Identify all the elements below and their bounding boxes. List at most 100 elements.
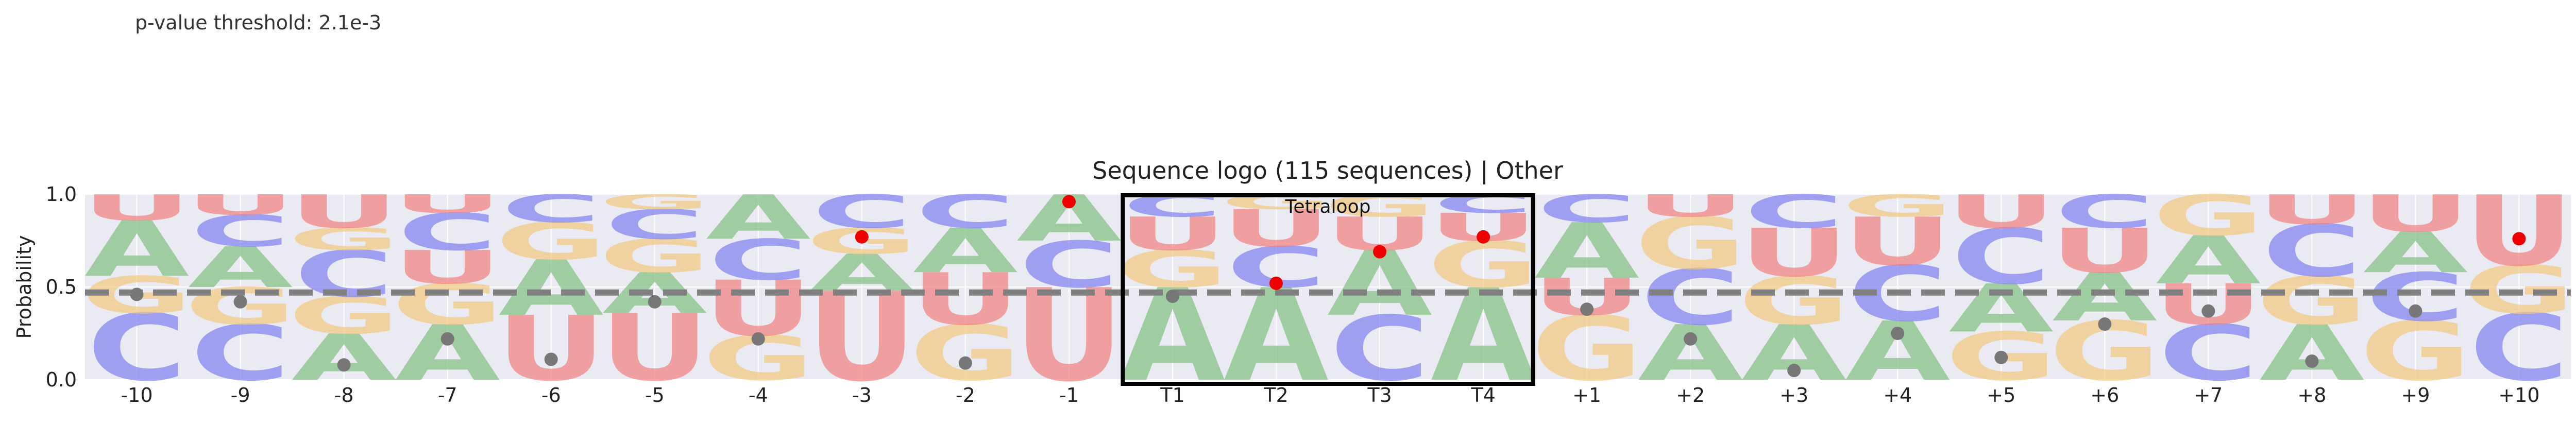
logo-letter: U	[289, 185, 399, 239]
x-tick-label: +2	[1676, 384, 1705, 407]
x-tick-label: -4	[749, 384, 768, 407]
logo-letter: G	[1117, 240, 1228, 299]
logo-letter: G	[496, 212, 607, 271]
position-dot	[130, 287, 144, 301]
logo-letter: A	[395, 310, 500, 398]
logo-letter: U	[1739, 215, 1849, 292]
x-tick-label: +7	[2194, 384, 2223, 407]
logo-letter: A	[1016, 182, 1122, 256]
logo-letter: U	[600, 295, 710, 401]
logo-letter: A	[602, 261, 707, 327]
logo-letter: A	[706, 182, 811, 253]
logo-letter: U	[807, 267, 917, 409]
logo-letter: U	[496, 297, 606, 401]
logo-letter: G	[288, 286, 399, 345]
logo-letter: U	[2464, 175, 2574, 287]
position-dot	[2512, 232, 2526, 246]
logo-letter: G	[392, 272, 503, 337]
p-value-threshold-label: p-value threshold: 2.1e-3	[135, 11, 382, 34]
position-dot	[1165, 290, 1179, 303]
logo-letter: C	[398, 202, 497, 262]
position-dot	[648, 295, 662, 309]
logo-letter: G	[910, 310, 1021, 398]
position-dot	[751, 332, 765, 346]
position-dot	[233, 295, 247, 309]
position-dot	[1477, 230, 1490, 244]
logo-letter: A	[188, 235, 293, 300]
y-tick-label: 0.0	[46, 368, 77, 391]
logo-letter: C	[2159, 310, 2258, 398]
x-tick-label: +8	[2297, 384, 2326, 407]
logo-letter: C	[2055, 185, 2155, 239]
logo-letter: U	[82, 188, 192, 229]
x-tick-label: +6	[2090, 384, 2119, 407]
position-dot	[440, 332, 454, 346]
x-tick-label: T3	[1367, 384, 1392, 407]
logo-letter: A	[292, 321, 397, 395]
position-dot	[2305, 354, 2319, 368]
logo-letter: C	[1019, 228, 1118, 302]
chart-title: Sequence logo (115 sequences) | Other	[1092, 157, 1563, 185]
logo-letter: U	[1635, 189, 1745, 224]
logo-letter: C	[501, 187, 601, 231]
logo-letter: U	[393, 189, 503, 218]
dots-layer	[130, 195, 2526, 377]
position-dot	[1580, 302, 1594, 316]
logo-letter: A	[84, 206, 190, 294]
logo-letter: U	[1014, 262, 1124, 410]
logo-letter: C	[2262, 210, 2362, 293]
logo-letter: A	[2156, 222, 2261, 299]
logo-letter: A	[2363, 221, 2468, 286]
logo-letter: A	[1948, 270, 2054, 347]
logo-letter: U	[2257, 186, 2367, 233]
logo-letter: C	[812, 185, 911, 239]
logo-letter: A	[1638, 310, 1743, 398]
logo-letter: U	[1946, 185, 2056, 239]
logo-letter: G	[2360, 304, 2471, 399]
position-dot	[2409, 304, 2422, 318]
position-dot	[544, 352, 558, 366]
logo-letter: C	[294, 238, 394, 312]
logo-letter: C	[605, 201, 704, 248]
logo-letter: U	[185, 189, 296, 221]
logo-letters: CGAUCGACUAGCGUAGUCUUAGCUAGCGGUCAUAGCGUAC…	[81, 175, 2574, 410]
logo-letter: G	[599, 230, 710, 283]
x-tick-label: -5	[645, 384, 665, 407]
x-tick-label: -7	[438, 384, 457, 407]
logo-letter: A	[1845, 304, 1950, 399]
x-tick-label: T2	[1263, 384, 1288, 407]
x-tick-label: -3	[852, 384, 872, 407]
x-tick-label: T1	[1160, 384, 1184, 407]
x-tick-label: -8	[334, 384, 354, 407]
logo-letter: U	[1221, 199, 1331, 258]
logo-letter: C	[2366, 259, 2465, 336]
logo-letter: U	[1117, 208, 1228, 261]
logo-letter: G	[1635, 202, 1746, 285]
logo-letter: C	[191, 310, 290, 398]
logo-letter: G	[1842, 189, 1953, 224]
position-dot	[1684, 332, 1698, 346]
logo-letter: U	[2360, 184, 2470, 243]
x-tick-label: +5	[1987, 384, 2015, 407]
logo-letter: A	[913, 216, 1018, 287]
logo-letter: C	[87, 295, 187, 401]
x-tick-label: +10	[2498, 384, 2539, 407]
logo-letter: U	[1842, 204, 1953, 280]
position-dot	[1891, 327, 1905, 340]
x-tick-label: -1	[1059, 384, 1079, 407]
x-tick-label: +9	[2401, 384, 2430, 407]
logo-letter: U	[1532, 267, 1642, 327]
logo-letter: C	[916, 185, 1015, 239]
logo-letter: U	[393, 241, 503, 294]
y-tick-label: 0.5	[46, 276, 77, 298]
x-tick-label: -9	[231, 384, 250, 407]
position-dot	[2098, 317, 2112, 331]
logo-letter: C	[1744, 185, 1843, 239]
logo-letter: A	[499, 245, 604, 333]
highlight-box	[1121, 193, 1535, 386]
y-axis-label: Probability	[13, 235, 36, 339]
position-dot	[1269, 276, 1283, 290]
highlight-label: Tetraloop	[1285, 196, 1371, 217]
position-dot	[855, 230, 869, 244]
